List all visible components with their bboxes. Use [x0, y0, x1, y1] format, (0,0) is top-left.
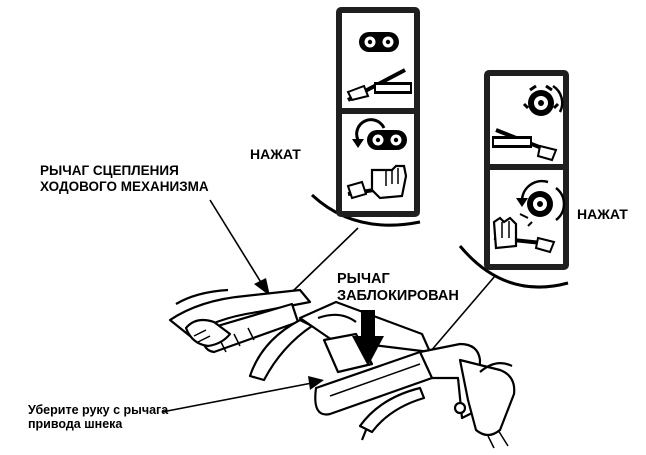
remove-hand-label-line2: привода шнека: [28, 417, 168, 431]
travel-clutch-lever-label-line2: ХОДОВОГО МЕХАНИЗМА: [40, 179, 209, 195]
remove-hand-label: Уберите руку с рычага привода шнека: [28, 403, 168, 432]
pressed-label-left: НАЖАТ: [250, 146, 301, 162]
auger-clutch-callout: [430, 70, 569, 352]
travel-clutch-lever-label: РЫЧАГ СЦЕПЛЕНИЯ ХОДОВОГО МЕХАНИЗМА: [40, 163, 209, 194]
travel-clutch-callout: [292, 7, 420, 292]
travel-drive-icon: [359, 32, 399, 52]
lever-locked-label-line2: ЗАБЛОКИРОВАН: [337, 288, 459, 305]
travel-clutch-lever-label-line1: РЫЧАГ СЦЕПЛЕНИЯ: [40, 163, 209, 179]
remove-hand-label-line1: Уберите руку с рычага: [28, 403, 168, 417]
lever-locked-label: РЫЧАГ ЗАБЛОКИРОВАН: [337, 271, 459, 304]
lever-locked-label-line1: РЫЧАГ: [337, 271, 459, 288]
pressed-label-right: НАЖАТ: [577, 206, 628, 222]
